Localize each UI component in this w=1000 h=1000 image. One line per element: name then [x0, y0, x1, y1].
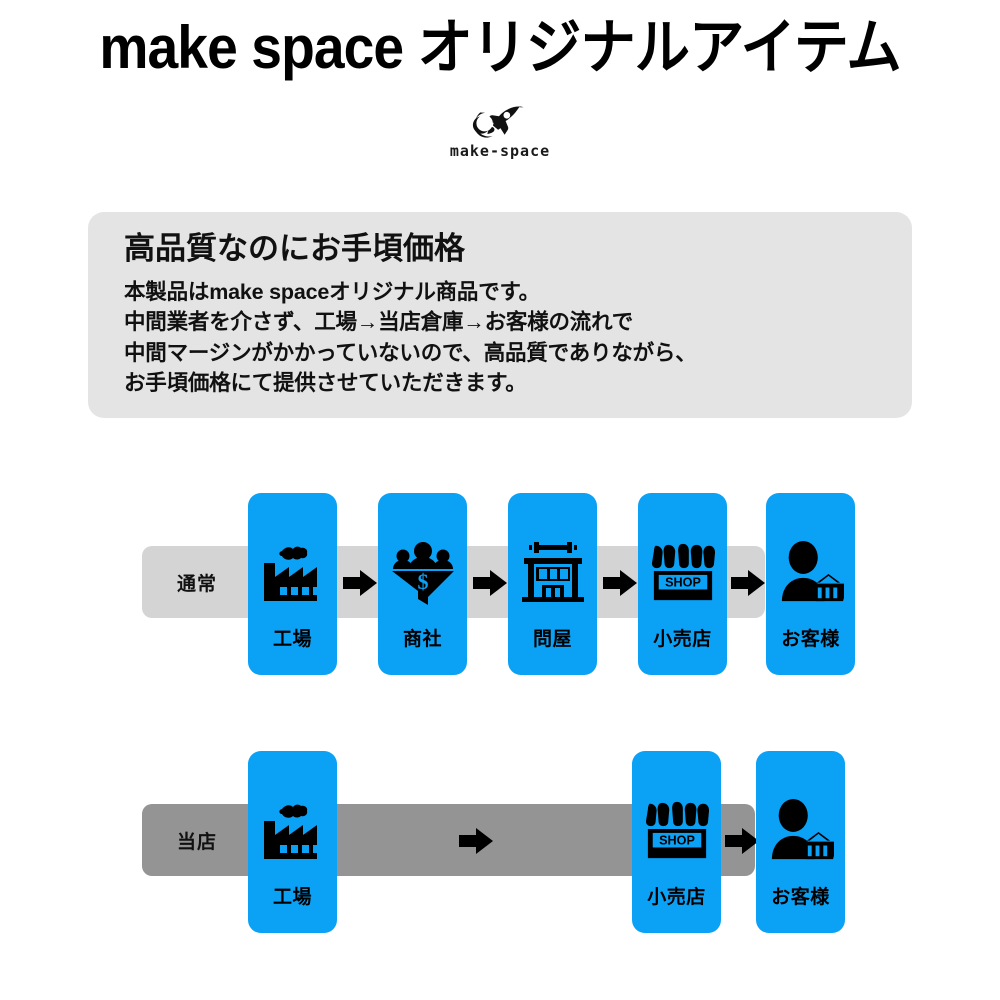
- flow-node-label: お客様: [771, 887, 830, 908]
- info-box-line: お手頃価格にて提供させていただきます。: [124, 371, 527, 396]
- flow-node-retail-shop[interactable]: SHOP 小売店: [638, 493, 727, 675]
- flow-node-label: 小売店: [653, 629, 712, 650]
- factory-icon: [260, 539, 326, 605]
- flow-arrow: [343, 570, 377, 596]
- rocket-icon: [472, 106, 524, 138]
- brand-logo: make-space: [0, 104, 1000, 160]
- flow-node-label: 工場: [272, 887, 312, 908]
- svg-text:SHOP: SHOP: [659, 834, 695, 848]
- svg-text:$: $: [417, 569, 428, 594]
- flow-node-label: 工場: [272, 629, 312, 650]
- flow-bar-label-normal: 通常: [176, 573, 217, 595]
- flow-arrow: [725, 828, 759, 854]
- flow-node-trading-company[interactable]: $ 商社: [378, 493, 467, 675]
- factory-icon: [260, 797, 326, 863]
- logo-wordmark: make-space: [449, 142, 551, 160]
- info-box: 高品質なのにお手頃価格 本製品はmake spaceオリジナル商品です。 中間業…: [88, 212, 912, 418]
- flow-arrow: [473, 570, 507, 596]
- flow-node-label: 商社: [402, 629, 442, 650]
- flow-node-factory[interactable]: 工場: [248, 493, 337, 675]
- customer-basket-icon: [778, 539, 844, 605]
- flow-node-customer[interactable]: お客様: [756, 751, 845, 933]
- flow-node-customer[interactable]: お客様: [766, 493, 855, 675]
- svg-text:SHOP: SHOP: [665, 576, 701, 590]
- flow-node-retail-shop[interactable]: SHOP 小売店: [632, 751, 721, 933]
- flow-row-ours: 当店 工場: [0, 728, 1000, 958]
- funnel-money-icon: $: [390, 539, 456, 605]
- flow-arrow: [459, 828, 493, 854]
- info-box-line: 中間業者を介さず、工場→当店倉庫→お客様の流れで: [124, 310, 634, 335]
- info-box-line: 本製品はmake spaceオリジナル商品です。: [124, 279, 540, 304]
- flow-node-label: 問屋: [532, 629, 572, 650]
- warehouse-icon: [520, 539, 586, 605]
- flow-node-label: お客様: [781, 629, 840, 650]
- customer-basket-icon: [768, 797, 834, 863]
- shop-icon: SHOP: [650, 539, 716, 605]
- info-box-line: 中間マージンがかかっていないので、高品質でありながら、: [124, 340, 697, 365]
- flow-node-label: 小売店: [647, 887, 706, 908]
- flow-arrow: [731, 570, 765, 596]
- flow-bar-label-ours: 当店: [176, 831, 217, 853]
- page-title: make space オリジナルアイテム: [99, 14, 901, 81]
- flow-node-factory[interactable]: 工場: [248, 751, 337, 933]
- flow-row-normal: 通常 工場: [0, 470, 1000, 700]
- flow-arrow: [603, 570, 637, 596]
- shop-icon: SHOP: [644, 797, 710, 863]
- info-box-heading: 高品質なのにお手頃価格: [124, 231, 465, 266]
- flow-node-wholesaler[interactable]: 問屋: [508, 493, 597, 675]
